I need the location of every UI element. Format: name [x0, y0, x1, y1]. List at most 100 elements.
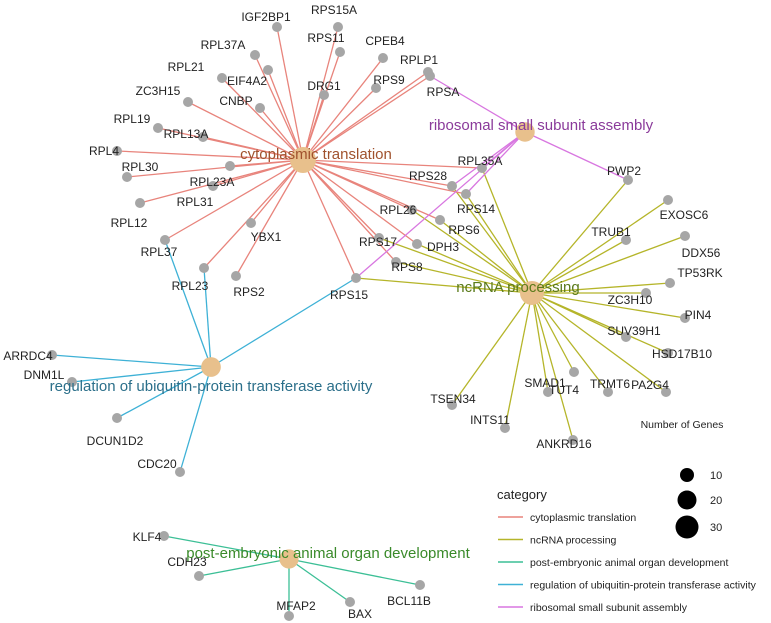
edge-cyto-rpl13a: [202, 136, 304, 161]
gene-node-ddx56: [680, 231, 690, 241]
gene-node-ints11: [500, 423, 510, 433]
edge-ncrna-pa2g4: [531, 292, 667, 393]
edge-ncrna-ankrd16: [531, 292, 574, 441]
size-legend-value-30: 30: [710, 522, 722, 534]
gene-node-drg1: [319, 90, 329, 100]
gene-node-dnm1l: [67, 377, 77, 387]
edge-cyto-rpl37a: [254, 54, 304, 161]
gene-node-cpeb4: [378, 53, 388, 63]
edge-ubiq-arrdc4: [51, 354, 212, 368]
gene-label-trmt6: TRMT6: [590, 377, 630, 391]
edge-cyto-rps6: [302, 159, 441, 221]
gene-node-exosc6: [663, 195, 673, 205]
edge-cyto-cpeb4: [302, 57, 384, 161]
edge-ribo-rps15: [355, 131, 526, 279]
gene-label-cdc20: CDC20: [137, 457, 177, 471]
gene-node-trub1: [621, 235, 631, 245]
edge-cyto-rpsa: [302, 75, 431, 161]
gene-node-rpl13a: [198, 132, 208, 142]
gene-label-hsd17b10: HSD17B10: [652, 347, 712, 361]
gene-label-rps14: RPS14: [457, 202, 495, 216]
edge-ncrna-rpl35a: [481, 167, 533, 294]
gene-label-smad1: SMAD1: [524, 376, 566, 390]
edge-ncrna-rps14: [465, 193, 533, 294]
edge-cyto-rps28: [302, 159, 453, 187]
edge-cyto-dph3: [302, 159, 418, 245]
category-label-post: post-embryonic animal organ development: [186, 545, 470, 562]
legend-item-post: post-embryonic animal organ development: [498, 557, 729, 569]
gene-node-rpl37a: [250, 50, 260, 60]
gene-node-rpsa: [425, 71, 435, 81]
legend-label-cyto: cytoplasmic translation: [530, 512, 636, 524]
edge-post-bax: [288, 558, 351, 603]
gene-label-ankrd16: ANKRD16: [536, 437, 592, 451]
edge-ubiq-rpl37: [164, 239, 212, 368]
edge-ncrna-exosc6: [531, 199, 669, 294]
gene-node-rps17: [374, 233, 384, 243]
edge-ncrna-dph3: [416, 243, 533, 294]
gene-node-ybx1: [246, 218, 256, 228]
gene-label-dcun1d2: DCUN1D2: [87, 434, 144, 448]
gene-node-rpl37: [160, 235, 170, 245]
gene-node-rpl30: [122, 172, 132, 182]
edge-post-klf4: [163, 535, 290, 560]
legend-item-ubiq: regulation of ubiquitin-protein transfer…: [498, 580, 757, 592]
category-legend-title: category: [497, 487, 547, 502]
edge-ubiq-cdc20: [179, 366, 212, 473]
gene-node-igf2bp1: [272, 22, 282, 32]
edge-cyto-rpl21: [221, 77, 304, 161]
gene-node-rpl4: [112, 146, 122, 156]
gene-label-rpl30: RPL30: [122, 160, 159, 174]
gene-node-rpl12: [135, 198, 145, 208]
gene-label-bcl11b: BCL11B: [387, 594, 431, 608]
gene-node-bcl11b: [415, 580, 425, 590]
size-legend-dot-10: [680, 468, 694, 482]
gene-label-bax: BAX: [348, 607, 372, 621]
edge-ncrna-rps28: [451, 185, 533, 294]
legend-label-ubiq: regulation of ubiquitin-protein transfer…: [530, 580, 757, 592]
gene-node-pwp2: [623, 175, 633, 185]
edge-ncrna-rps6: [439, 219, 533, 294]
edge-post-bcl11b: [288, 558, 421, 586]
gene-node-smad1: [543, 387, 553, 397]
edge-ubiq-rps15: [210, 277, 357, 368]
gene-label-ddx56: DDX56: [682, 246, 721, 260]
gene-label-rpl37: RPL37: [141, 245, 178, 259]
edge-ribo-rpsa: [429, 75, 526, 133]
gene-node-bax: [345, 597, 355, 607]
edge-ncrna-trub1: [531, 239, 627, 294]
gene-node-trmt6: [603, 387, 613, 397]
gene-node-rpl21: [217, 73, 227, 83]
gene-node-rps9: [371, 83, 381, 93]
gene-label-ybx1: YBX1: [251, 230, 282, 244]
gene-node-rps15a: [333, 22, 343, 32]
edge-cyto-rplp1: [302, 71, 429, 161]
gene-label-rpl23: RPL23: [172, 279, 209, 293]
gene-label-rps11: RPS11: [307, 31, 344, 45]
gene-label-tsen34: TSEN34: [430, 392, 476, 406]
category-label-ribo: ribosomal small subunit assembly: [429, 117, 654, 134]
edge-cyto-ybx1: [250, 159, 304, 224]
gene-label-rps8: RPS8: [391, 260, 423, 274]
legend-item-ribo: ribosomal small subunit assembly: [498, 602, 688, 614]
gene-label-ints11: INTS11: [470, 413, 510, 427]
edge-cyto-zc3h15: [187, 101, 304, 161]
gene-label-cdh23: CDH23: [167, 555, 207, 569]
gene-label-cpeb4: CPEB4: [365, 34, 405, 48]
gene-node-rpl23: [199, 263, 209, 273]
edge-ubiq-dnm1l: [71, 366, 212, 383]
gene-label-rps15a: RPS15A: [311, 3, 357, 17]
gene-label-klf4: KLF4: [133, 530, 162, 544]
gene-label-eif4a2: EIF4A2: [227, 74, 267, 88]
gene-label-rpl4: RPL4: [89, 144, 119, 158]
edge-cyto-rpl4: [116, 150, 304, 161]
gene-node-dcun1d2: [112, 413, 122, 423]
gene-label-rpl37a: RPL37A: [201, 38, 246, 52]
gene-node-zc3h10: [641, 288, 651, 298]
size-legend-title: Number of Genes: [641, 419, 724, 431]
edge-ncrna-trmt6: [531, 292, 609, 393]
gene-node-tut4: [569, 367, 579, 377]
